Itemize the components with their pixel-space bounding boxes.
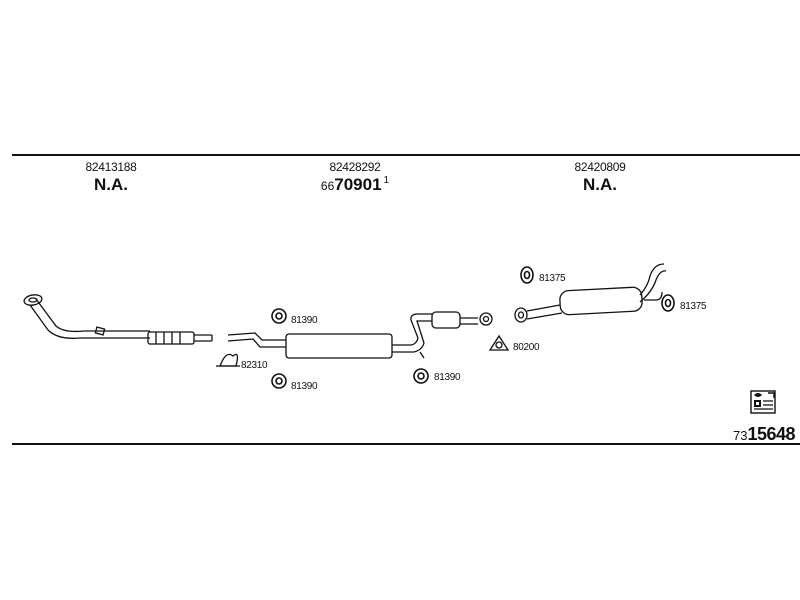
part-number: 82413188 [85,160,137,174]
code-prefix: 66 [320,179,335,193]
part-number: 82428292 [329,160,381,174]
book-wrench-icon [750,390,776,414]
bottom-rule [12,443,800,445]
availability-status: N.A. [94,175,128,194]
intermediate-pipe [227,332,286,348]
kit-code-main: 15648 [747,424,796,444]
section-front-pipe: 82413188 N.A. [86,160,137,195]
availability-status: N.A. [583,175,617,194]
callout-82310: 82310 [241,360,268,371]
middle-silencer [285,311,493,359]
kit-code: 7315648 [733,424,796,445]
callout-81390-top: 81390 [291,315,318,326]
callout-81390-bottom: 81390 [291,381,318,392]
part-number: 82420809 [574,160,626,174]
code-main: 70901 [334,175,382,194]
section-rear-silencer: 82420809 N.A. [575,160,626,195]
kit-code-prefix: 73 [733,428,748,443]
callout-80200: 80200 [513,342,540,353]
top-rule [12,154,800,156]
rear-silencer [514,263,667,323]
callout-81390-mid: 81390 [434,372,461,383]
hanger-ring-top [271,308,287,324]
gasket-80200 [488,334,510,351]
callout-81375-left: 81375 [539,273,566,284]
front-pipe [23,294,213,345]
callout-81375-right: 81375 [680,301,707,312]
hanger-81375-right [661,294,675,312]
code-suffix: 1 [383,175,390,186]
hanger-ring-bottom [271,373,287,389]
hanger-ring-mid [413,368,429,384]
hanger-81375-left [520,266,534,284]
clamp-82310 [216,353,240,367]
